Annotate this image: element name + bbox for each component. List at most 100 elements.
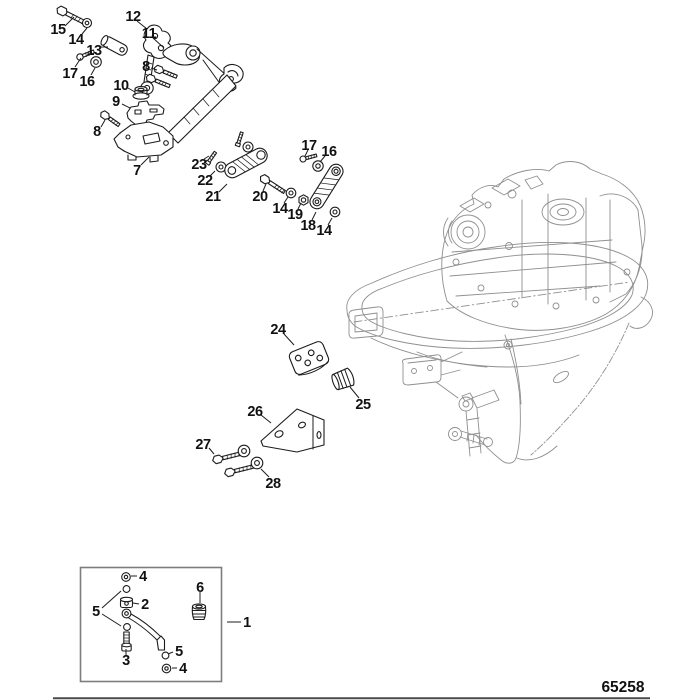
callout-leader-21 [218,183,228,193]
callout-label-20: 20 [252,189,268,205]
callout-label-11: 11 [142,26,157,42]
inset-washer-lower [123,623,131,631]
callout-leader-5 [101,590,122,609]
callout-leader-25 [349,386,360,399]
callout-label-28: 28 [265,476,281,492]
callout-label-16: 16 [79,74,95,90]
callout-leader-7 [140,156,150,166]
callout-label-16: 16 [321,144,337,160]
callout-label-24: 24 [270,322,286,338]
callout-label-23: 23 [191,157,207,173]
inset-washer-upper [122,585,131,593]
callout-label-5: 5 [92,604,100,620]
part-14-washer-mid [285,187,297,199]
inset-nut-bottom [161,663,172,674]
callout-label-22: 22 [197,173,213,189]
part-10-cap [132,86,150,100]
part-11-arm [162,43,228,86]
callout-leader-20 [262,183,267,192]
part-8-bolt-left [100,110,121,128]
inset-parts [119,572,207,674]
part-7-bracket [113,63,244,163]
callout-leader-17 [304,149,309,157]
part-21-link [224,147,268,179]
callout-label-21: 21 [205,189,221,205]
part-16-washer-left [90,56,102,68]
callout-label-17: 17 [62,66,78,82]
part-28-washers [237,444,264,470]
callout-leader-28 [260,468,270,478]
inset-link-rod [127,613,166,651]
callout-label-26: 26 [247,404,263,420]
callout-leader-23 [203,155,210,160]
callout-label-1: 1 [243,615,251,631]
part-8-bolts-top [145,64,178,89]
inset-stud [121,631,132,652]
callout-label-3: 3 [122,653,130,669]
callout-leader-8 [150,67,158,71]
part-14-washer-right [329,206,341,218]
callout-leader-16 [319,155,326,163]
callout-leader-12 [136,20,148,30]
callout-leader-14 [81,27,88,35]
callout-label-6: 6 [196,580,204,596]
callout-leader-15 [64,16,75,27]
part-9-plate [126,100,165,126]
callout-leader-2 [132,602,140,605]
callout-leader-22 [209,170,216,177]
callout-label-2: 2 [141,597,149,613]
part-17-screw-left [76,49,96,61]
part-18-link [309,163,344,210]
part-26-bracket [260,408,325,453]
part-23-pins [204,131,244,166]
callout-label-14: 14 [316,223,332,239]
outboard-motor-sketch [346,161,653,464]
callout-label-17: 17 [301,138,317,154]
callout-label-9: 9 [112,94,120,110]
part-24-mount [288,341,330,376]
callout-label-8: 8 [93,124,101,140]
callout-leader-19 [297,202,302,210]
callout-leader-5 [101,613,122,627]
callout-label-14: 14 [272,201,288,217]
callout-leader-11 [152,37,165,49]
callout-leader-14 [327,217,333,226]
inset-washer-rod [161,651,170,660]
callout-label-10: 10 [113,78,129,94]
callout-label-4: 4 [139,569,147,585]
part-13-pin [100,34,128,56]
callout-leaders [64,16,360,669]
callout-leader-14 [283,196,289,204]
callout-label-13: 13 [86,43,102,59]
part-16-washer-right [312,160,324,172]
callout-label-15: 15 [50,22,66,38]
callout-label-5: 5 [175,644,183,660]
callout-label-27: 27 [195,437,211,453]
callout-leader-10 [127,87,136,93]
part-20-bolt [259,174,286,194]
part-22-washers [215,141,254,173]
callout-label-8: 8 [142,59,150,75]
callout-label-25: 25 [355,397,371,413]
callout-label-7: 7 [133,163,141,179]
part-19-nut [298,194,309,206]
callout-leader-16 [90,67,96,76]
callout-leader-24 [283,333,295,346]
inset-ball-joint [121,608,132,619]
part-15-bolt [56,5,88,26]
inset-grommet [191,603,207,621]
callout-leader-9 [121,103,131,109]
callout-label-4: 4 [179,661,187,677]
part-25-bushing [331,367,355,391]
callout-leader-26 [260,414,272,424]
callout-label-14: 14 [68,32,84,48]
callout-leader-27 [208,447,215,455]
inset-box [79,566,223,683]
part-14-washer-top [81,17,93,29]
callout-label-19: 19 [287,207,303,223]
callout-label-18: 18 [300,218,316,234]
callout-leader-5 [167,651,174,655]
callout-leader-8 [100,119,106,128]
part-17-screw-right [299,153,318,163]
